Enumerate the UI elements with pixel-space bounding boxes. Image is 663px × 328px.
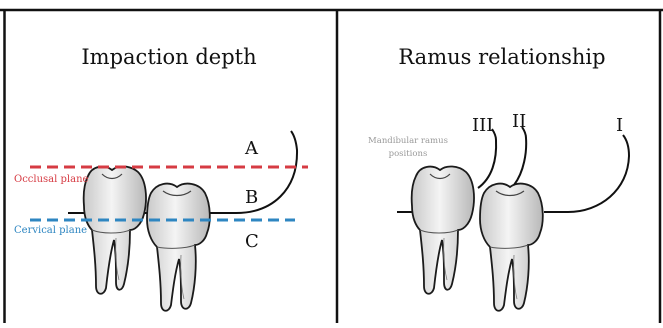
cervical-plane-label: Cervical plane [14,225,87,236]
depth-label-c: C [245,231,259,252]
right-panel-title: Ramus relationship [398,45,605,69]
ramus-position-ii-line [514,127,526,185]
left-panel-title: Impaction depth [81,45,256,69]
occlusal-plane-label: Occlusal plane [14,174,89,185]
ramus-position-iii-line [478,129,496,188]
ramus-label-i: I [616,115,623,136]
right-tooth-second [480,184,543,311]
depth-label-b: B [245,187,258,208]
ramus-label-iii: III [472,115,493,136]
left-panel: Impaction depth Occlusal plane Cervical … [14,45,308,311]
left-tooth-first [84,166,146,293]
ramus-label-ii: II [512,111,526,132]
right-panel: Ramus relationship Mandibular ramus posi… [368,45,629,311]
depth-label-a: A [244,138,259,159]
ramus-position-i-line [544,135,629,212]
ramus-caption-line2: positions [389,149,428,159]
right-tooth-first [412,166,474,293]
ramus-caption-line1: Mandibular ramus [368,136,448,146]
left-tooth-second [147,184,210,311]
